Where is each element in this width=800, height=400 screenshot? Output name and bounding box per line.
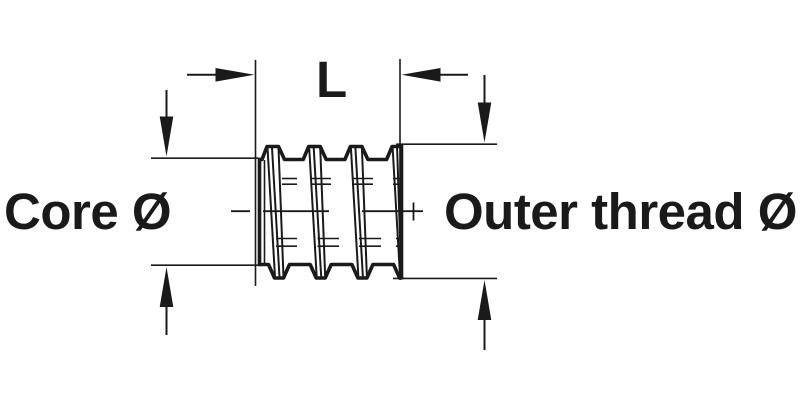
outer-thread-diameter-dimension [393, 75, 497, 350]
internal-thread-marks-upper [282, 177, 401, 185]
arrowhead-down-icon [477, 102, 492, 143]
arrowhead-up-icon [159, 267, 174, 307]
length-label: L [316, 51, 347, 108]
arrowhead-down-icon [159, 116, 174, 157]
arrowhead-left-icon [401, 68, 441, 82]
insert-bottom-thread-profile [259, 262, 402, 280]
centerline [231, 202, 423, 221]
internal-thread-marks-lower [276, 237, 403, 247]
core-diameter-dimension [151, 90, 259, 335]
core-diameter-arrowheads [159, 116, 174, 307]
thread-flank-lines [266, 147, 403, 278]
core-diameter-label: Core Ø [4, 183, 172, 240]
arrowhead-right-icon [215, 68, 255, 82]
outer-thread-diameter-label: Outer thread Ø [444, 183, 797, 240]
insert-top-thread-profile [259, 144, 402, 162]
length-arrowheads [215, 68, 441, 82]
outer-thread-arrowheads [477, 102, 492, 320]
arrowhead-up-icon [477, 280, 492, 320]
insert-body [231, 144, 423, 280]
